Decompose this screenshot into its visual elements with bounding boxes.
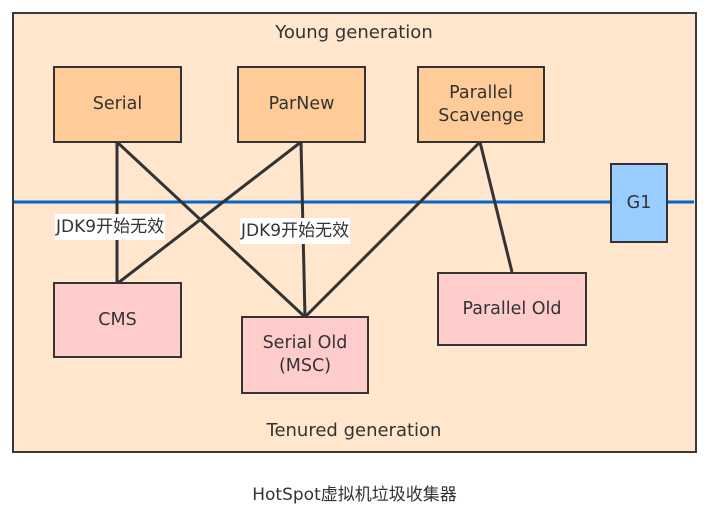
collector-cms: CMS <box>53 282 182 358</box>
collector-serial: Serial <box>53 66 182 143</box>
figure-caption: HotSpot虚拟机垃圾收集器 <box>252 485 457 505</box>
collector-label-line-2: Scavenge <box>438 105 524 126</box>
connection-serial-serial-old <box>115 140 307 319</box>
deprecation-note-serial-cms: JDK9开始无效 <box>55 214 166 240</box>
collector-g1: G1 <box>610 163 668 243</box>
collector-parallel-old: Parallel Old <box>437 272 587 346</box>
connection-parallel-scavenge-serial-old <box>303 140 482 319</box>
collector-parallel-scavenge: Parallel Scavenge <box>417 66 545 143</box>
collector-label: CMS <box>98 309 137 330</box>
collector-parnew: ParNew <box>237 66 366 143</box>
collector-label: G1 <box>626 192 652 213</box>
tenured-generation-label: Tenured generation <box>266 420 442 441</box>
collector-label: Parallel Old <box>462 298 562 319</box>
connection-parallel-scavenge-parallel-old <box>478 141 514 273</box>
young-generation-label: Young generation <box>275 22 433 43</box>
collector-label: Serial <box>92 94 143 114</box>
collector-serial-old: Serial Old (MSC) <box>241 316 369 394</box>
collector-label-line-1: Parallel <box>449 82 513 103</box>
collector-label-line-2: (MSC) <box>278 356 332 376</box>
collector-label-line-1: Serial Old <box>262 333 348 353</box>
connection-parnew-cms <box>117 140 302 285</box>
collector-label: ParNew <box>268 94 335 114</box>
deprecation-note-parnew-serial-old: JDK9开始无效 <box>240 218 351 244</box>
